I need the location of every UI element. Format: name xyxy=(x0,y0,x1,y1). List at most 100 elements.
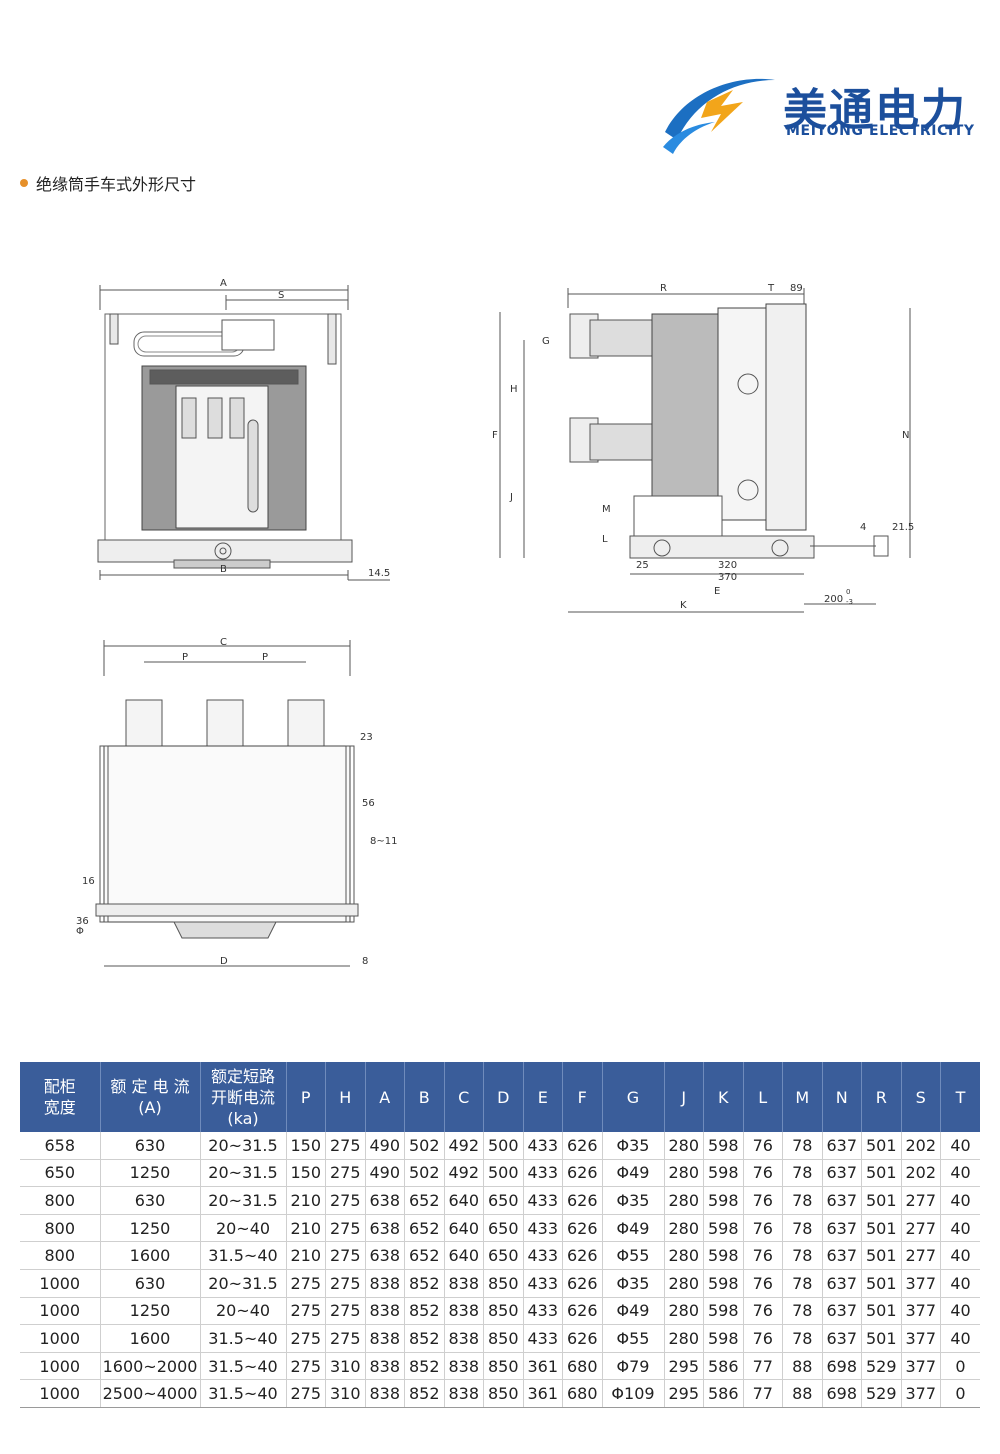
table-cell: 295 xyxy=(664,1352,704,1381)
table-cell: 630 xyxy=(100,1132,201,1160)
dim-label-21-5: 21.5 xyxy=(892,522,914,533)
table-cell: 210 xyxy=(286,1186,326,1215)
dim-label-89: 89 xyxy=(790,283,803,294)
section-title: 绝缘筒手车式外形尺寸 xyxy=(20,171,196,195)
table-cell: 275 xyxy=(286,1324,326,1353)
table-cell: 800 xyxy=(20,1241,101,1270)
table-header-cell: J xyxy=(664,1062,704,1132)
table-cell: 1250 xyxy=(100,1214,201,1243)
table-cell: 1000 xyxy=(20,1269,101,1298)
table-cell: 277 xyxy=(901,1214,941,1243)
dim-label-m: M xyxy=(602,504,611,515)
table-cell: Φ35 xyxy=(602,1269,665,1298)
table-cell: 20~31.5 xyxy=(200,1269,287,1298)
table-cell: 698 xyxy=(822,1352,862,1381)
table-cell: 20~40 xyxy=(200,1214,287,1243)
dim-label-200-tol-lower: -3 xyxy=(846,598,853,606)
table-cell: 20~40 xyxy=(200,1297,287,1326)
table-cell: 31.5~40 xyxy=(200,1324,287,1353)
table-cell: 850 xyxy=(483,1324,524,1353)
table-cell: 640 xyxy=(444,1241,484,1270)
table-cell: 280 xyxy=(664,1324,704,1353)
dim-label-36: 36 xyxy=(76,916,89,927)
dim-label-n: N xyxy=(902,430,909,441)
table-cell: 76 xyxy=(743,1132,783,1160)
table-cell: 76 xyxy=(743,1214,783,1243)
dim-label-8-11: 8~11 xyxy=(370,836,397,847)
table-cell: 31.5~40 xyxy=(200,1241,287,1270)
table-cell: 78 xyxy=(782,1297,823,1326)
table-header-cell: 额定短路开断电流(ka) xyxy=(200,1062,287,1132)
table-cell: 850 xyxy=(483,1269,524,1298)
dim-label-16: 16 xyxy=(82,876,95,887)
table-cell: 598 xyxy=(703,1241,744,1270)
table-cell: 76 xyxy=(743,1186,783,1215)
table-cell: 492 xyxy=(444,1159,484,1188)
table-cell: 377 xyxy=(901,1269,941,1298)
table-cell: 88 xyxy=(782,1352,823,1381)
table-cell: Φ49 xyxy=(602,1214,665,1243)
table-cell: 1600 xyxy=(100,1324,201,1353)
table-cell: 76 xyxy=(743,1159,783,1188)
table-cell: 78 xyxy=(782,1186,823,1215)
table-cell: 277 xyxy=(901,1241,941,1270)
table-cell: 490 xyxy=(365,1132,405,1160)
table-cell: 490 xyxy=(365,1159,405,1188)
table-cell: 377 xyxy=(901,1324,941,1353)
table-cell: 150 xyxy=(286,1159,326,1188)
table-cell: 680 xyxy=(562,1379,603,1408)
table-cell: 1000 xyxy=(20,1352,101,1381)
table-cell: 377 xyxy=(901,1379,941,1408)
table-header-cell: E xyxy=(523,1062,563,1132)
dim-label-p-left: P xyxy=(182,652,188,663)
table-cell: 361 xyxy=(523,1352,563,1381)
table-cell: 40 xyxy=(940,1324,980,1353)
dim-label-25: 25 xyxy=(636,560,649,571)
table-cell: Φ49 xyxy=(602,1159,665,1188)
table-cell: 680 xyxy=(562,1352,603,1381)
table-cell: 280 xyxy=(664,1297,704,1326)
table-cell: 275 xyxy=(286,1379,326,1408)
dim-label-phi: Φ xyxy=(76,926,84,937)
table-cell: 275 xyxy=(286,1352,326,1381)
table-cell: 275 xyxy=(325,1132,366,1160)
table-cell: 433 xyxy=(523,1324,563,1353)
table-cell: 275 xyxy=(325,1241,366,1270)
table-cell: 280 xyxy=(664,1269,704,1298)
table-cell: 630 xyxy=(100,1186,201,1215)
table-cell: 838 xyxy=(365,1324,405,1353)
dim-label-23: 23 xyxy=(360,732,373,743)
table-cell: 77 xyxy=(743,1352,783,1381)
dim-label-320: 320 xyxy=(718,560,737,571)
table-cell: 658 xyxy=(20,1132,101,1160)
table-cell: 838 xyxy=(444,1324,484,1353)
table-cell: 626 xyxy=(562,1186,603,1215)
dim-label-b: B xyxy=(220,564,227,575)
table-cell: 637 xyxy=(822,1214,862,1243)
dim-label-k: K xyxy=(680,600,687,611)
dim-label-c: C xyxy=(220,637,227,648)
table-cell: 280 xyxy=(664,1159,704,1188)
table-cell: 433 xyxy=(523,1132,563,1160)
table-cell: 280 xyxy=(664,1186,704,1215)
table-cell: 626 xyxy=(562,1132,603,1160)
table-cell: 280 xyxy=(664,1214,704,1243)
table-cell: 1000 xyxy=(20,1297,101,1326)
table-cell: 852 xyxy=(404,1379,445,1408)
table-cell: 78 xyxy=(782,1159,823,1188)
side-view-drawing: R T 89 G H F J M L N 21.5 4 25 320 370 E… xyxy=(492,283,914,613)
table-header-cell: P xyxy=(286,1062,326,1132)
table-cell: 838 xyxy=(365,1269,405,1298)
dim-label-s: S xyxy=(278,290,284,301)
table-cell: 502 xyxy=(404,1132,445,1160)
table-cell: 310 xyxy=(325,1379,366,1408)
top-view-drawing: C P P 23 56 8~11 16 Φ 36 D 8 xyxy=(76,637,397,967)
